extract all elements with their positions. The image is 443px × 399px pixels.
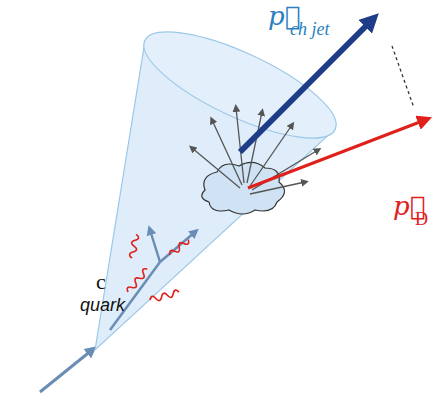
particle-label: quark (80, 296, 125, 316)
quark-flavour: c (96, 270, 106, 294)
quark-arrow (40, 350, 92, 392)
vector-subscript: D (415, 210, 428, 230)
gluon-lines (126, 234, 191, 303)
cone-rim (131, 12, 348, 159)
vector-subscript: ch jet (290, 20, 329, 40)
hadron-tracks (192, 108, 318, 194)
jet-momentum-arrow (240, 20, 372, 152)
d-momentum-arrow (248, 120, 425, 188)
projection-line (392, 46, 414, 108)
